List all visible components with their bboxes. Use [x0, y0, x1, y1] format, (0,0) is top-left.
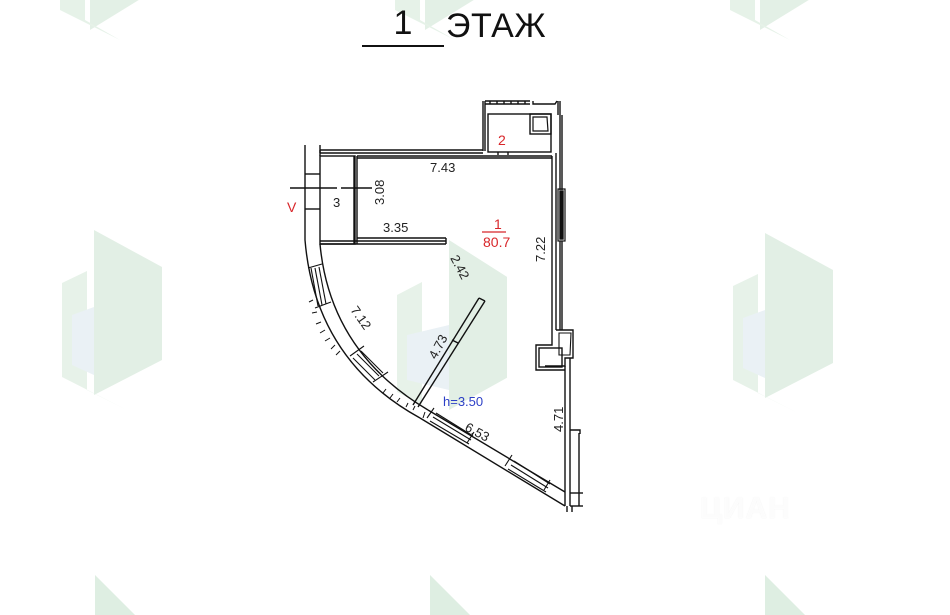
dimension-diagonal-lower: 4.73 [425, 332, 450, 361]
room-1-number: 1 [494, 216, 502, 232]
dimension-right-wall-lower: 4.71 [551, 407, 566, 432]
floor-number: 1 [393, 4, 413, 42]
dimension-partition: 3.35 [383, 220, 408, 235]
room-1-area: 80.7 [483, 234, 510, 250]
ceiling-height: h=3.50 [443, 394, 483, 409]
floor-title: 1 ЭТАЖ [0, 0, 950, 60]
walls [290, 100, 583, 512]
dimension-curved-wall-lower: 6.53 [463, 419, 492, 444]
room-3-number: 3 [333, 195, 340, 210]
dimension-top-wall: 7.43 [430, 160, 455, 175]
entrance-marker: V [287, 199, 297, 215]
floor-number-underline [362, 45, 444, 47]
dimension-curved-wall-upper: 7.12 [348, 303, 375, 332]
dimension-closet-depth: 3.08 [372, 180, 387, 205]
room-2-number: 2 [498, 132, 506, 148]
floor-label: ЭТАЖ [446, 7, 547, 45]
dimension-diagonal-upper: 2.42 [447, 252, 472, 281]
dimension-right-wall-upper: 7.22 [533, 237, 548, 262]
watermark-brand-text: ЦИАН [700, 492, 791, 525]
floor-plan: 7.43 3.08 3.35 7.22 4.71 7.12 6.53 2.42 … [287, 100, 583, 512]
